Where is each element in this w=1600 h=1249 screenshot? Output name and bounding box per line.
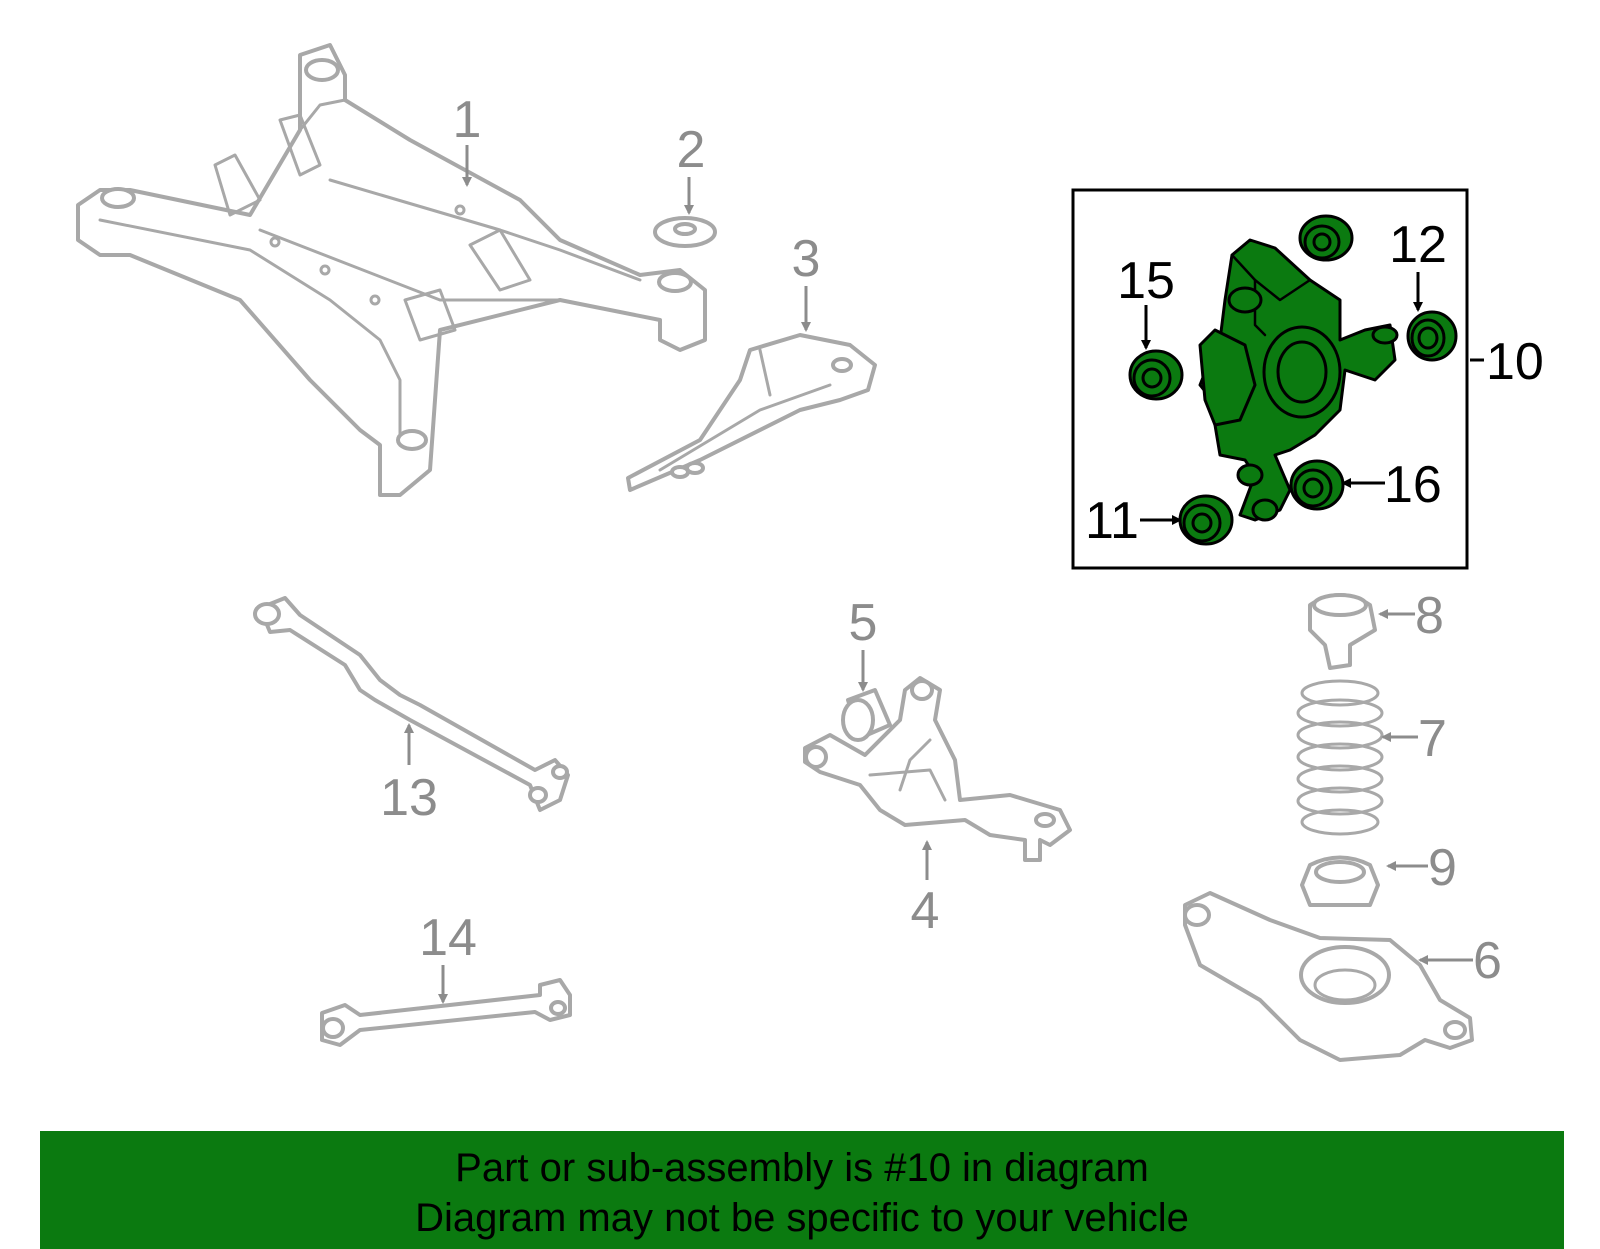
part-3-bracket[interactable] — [626, 333, 877, 492]
banner-line-1: Part or sub-assembly is #10 in diagram — [455, 1146, 1149, 1190]
callout-12: 12 — [1389, 216, 1447, 274]
callout-1: 1 — [453, 91, 482, 149]
callout-8: 8 — [1415, 587, 1444, 645]
callout-labels: 1 2 3 4 5 6 7 8 9 10 11 12 13 14 15 16 — [380, 91, 1544, 990]
callout-15: 15 — [1117, 252, 1175, 310]
callout-6: 6 — [1473, 932, 1502, 990]
callout-16: 16 — [1384, 456, 1442, 514]
part-14-rod[interactable] — [320, 978, 572, 1047]
part-10-detail-box[interactable] — [1071, 188, 1469, 570]
part-16-bushing[interactable] — [1289, 459, 1345, 511]
callout-11: 11 — [1085, 492, 1139, 550]
part-2-washer[interactable] — [653, 216, 717, 248]
info-banner: Part or sub-assembly is #10 in diagram D… — [40, 1131, 1564, 1249]
callout-10: 10 — [1486, 333, 1544, 391]
callout-9: 9 — [1428, 839, 1457, 897]
callout-4: 4 — [911, 882, 940, 940]
part-10-top-bushing[interactable] — [1298, 214, 1354, 262]
part-13-lateral-link[interactable] — [253, 596, 570, 812]
part-9-spring-seat[interactable] — [1300, 855, 1380, 907]
part-4-upper-arm[interactable] — [803, 676, 1072, 862]
part-12-bushing[interactable] — [1406, 310, 1458, 362]
part-7-coil-spring[interactable] — [1296, 679, 1384, 836]
callout-3: 3 — [792, 230, 821, 288]
part-15-bushing[interactable] — [1128, 349, 1184, 401]
banner-line-2: Diagram may not be specific to your vehi… — [415, 1196, 1189, 1240]
callout-2: 2 — [677, 121, 706, 179]
part-1-subframe[interactable] — [76, 43, 707, 497]
callout-13: 13 — [380, 769, 438, 827]
callout-5: 5 — [849, 594, 878, 652]
callout-14: 14 — [419, 909, 477, 967]
part-8-bump-stop[interactable] — [1308, 593, 1377, 670]
callout-7: 7 — [1418, 710, 1447, 768]
part-5-bushing[interactable] — [841, 688, 892, 742]
part-11-bushing[interactable] — [1178, 494, 1234, 546]
callout-arrows — [404, 145, 1484, 1004]
part-6-lower-arm[interactable] — [1183, 891, 1474, 1062]
